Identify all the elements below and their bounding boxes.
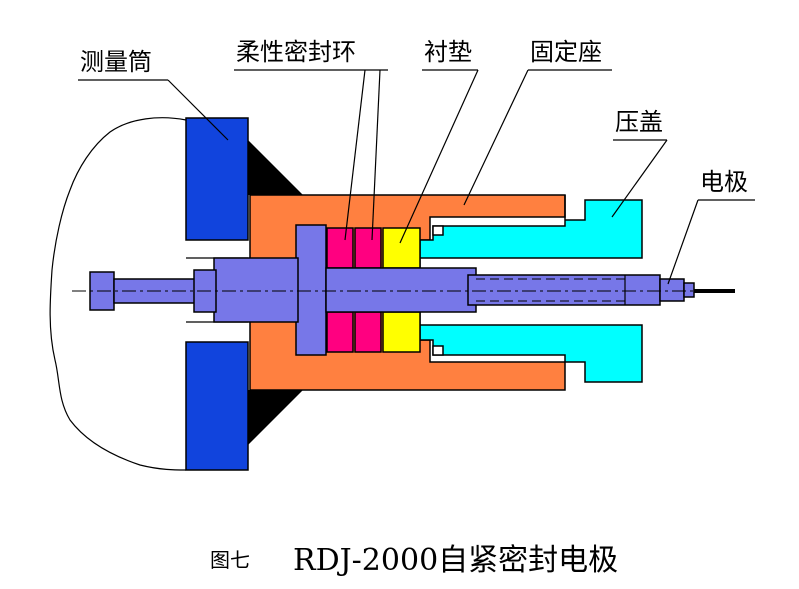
leader-seal-b [371, 69, 381, 241]
leader-cover [611, 139, 668, 218]
label-flex-seal-ring: 柔性密封环 [236, 38, 356, 66]
liner-lower [382, 311, 421, 353]
weld-wedge-upper [248, 140, 303, 195]
seal-ring-upper-b [354, 227, 382, 269]
seal-ring-upper-a [326, 227, 354, 269]
electrode-shaft [325, 267, 477, 313]
electrode-terminal-cap [683, 282, 695, 298]
leader-fixed-seat [463, 69, 529, 206]
label-electrode: 电极 [700, 168, 748, 196]
leader-seal-a [344, 69, 366, 241]
caption-prefix: 图七 [210, 548, 250, 572]
caption-title: RDJ-2000自紧密封电极 [293, 543, 618, 578]
label-fixed-seat: 固定座 [530, 38, 602, 66]
notch-upper [432, 225, 444, 236]
weld-wedge-lower [248, 390, 303, 445]
electrode-flange [295, 224, 327, 356]
vessel-wall-outline [49, 117, 187, 471]
leader-liner [399, 69, 479, 244]
label-liner: 衬垫 [424, 38, 472, 66]
leader-measure-tube [167, 79, 229, 141]
electrode-terminal [659, 278, 685, 302]
liner-upper [382, 227, 421, 269]
label-measure-tube: 测量筒 [80, 48, 152, 76]
electrode-head [213, 257, 299, 323]
measure-tube-upper [185, 117, 249, 241]
leader-electrode [667, 199, 699, 285]
cover-lower [419, 324, 643, 383]
notch-lower [432, 345, 444, 356]
seal-ring-lower-b [354, 311, 382, 353]
measure-tube-lower [185, 341, 249, 471]
label-cover: 压盖 [615, 108, 663, 136]
seal-ring-lower-a [326, 311, 354, 353]
